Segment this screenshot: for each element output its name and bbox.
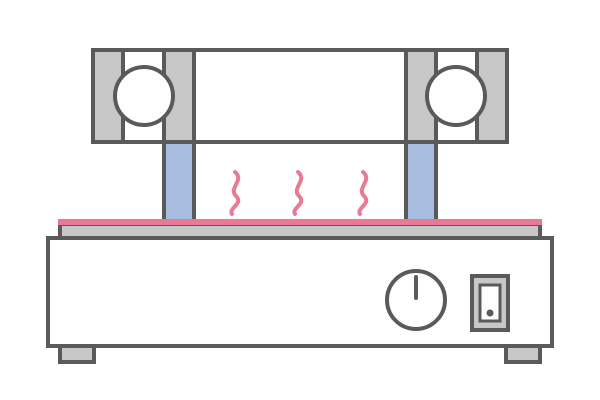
roller-icon <box>113 65 175 127</box>
heat-wave-icon <box>357 170 369 216</box>
left-clamp <box>91 48 196 144</box>
power-switch[interactable] <box>470 274 510 332</box>
heat-wave-icon <box>292 170 304 216</box>
roller-icon <box>425 65 487 127</box>
right-clamp <box>404 48 509 144</box>
heat-waves <box>229 170 369 216</box>
power-switch-rocker <box>478 283 502 323</box>
heat-wave-icon <box>229 170 241 216</box>
power-switch-dot <box>486 309 494 317</box>
base-body <box>46 236 554 348</box>
top-frame <box>91 48 509 144</box>
right-support-post <box>404 140 438 224</box>
temperature-dial[interactable] <box>385 269 447 331</box>
left-support-post <box>162 140 196 224</box>
